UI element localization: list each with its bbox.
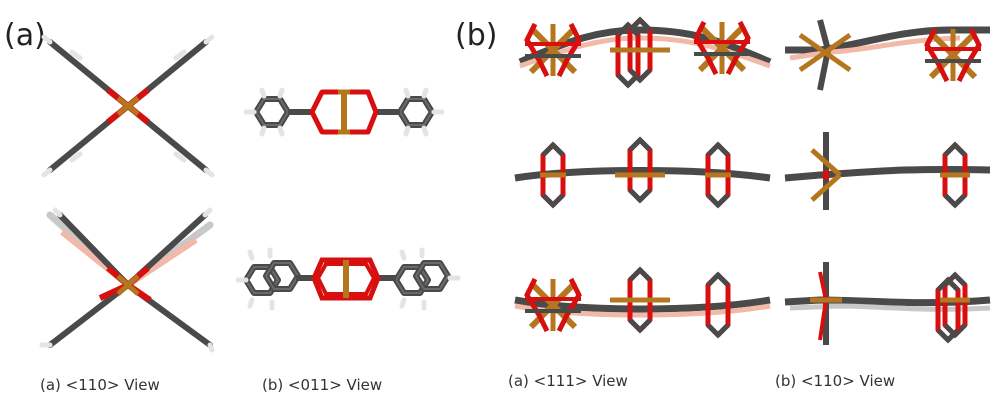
cluster-011-view-overlay [235, 247, 461, 311]
caption-b-110-view: (b) <110> View [775, 372, 896, 390]
caption-a-011-view: (b) <011> View [262, 376, 383, 394]
cluster-110-view-row2 [784, 132, 991, 210]
panel-a-label: (a) [4, 18, 46, 53]
cluster-111-view-row3 [514, 270, 771, 335]
cluster-111-view-row2 [514, 140, 771, 205]
cluster-110-view-single [41, 34, 215, 178]
cluster-111-view-row1 [518, 20, 772, 85]
cluster-110-view-row1 [785, 19, 990, 91]
cluster-011-view-single [243, 87, 445, 137]
cluster-110-view-row3 [784, 262, 991, 345]
panel-b-label: (b) [455, 18, 498, 53]
caption-a-110-view: (a) <110> View [40, 376, 160, 394]
cluster-110-view-overlay [39, 207, 215, 353]
caption-b-111-view: (a) <111> View [508, 372, 628, 390]
